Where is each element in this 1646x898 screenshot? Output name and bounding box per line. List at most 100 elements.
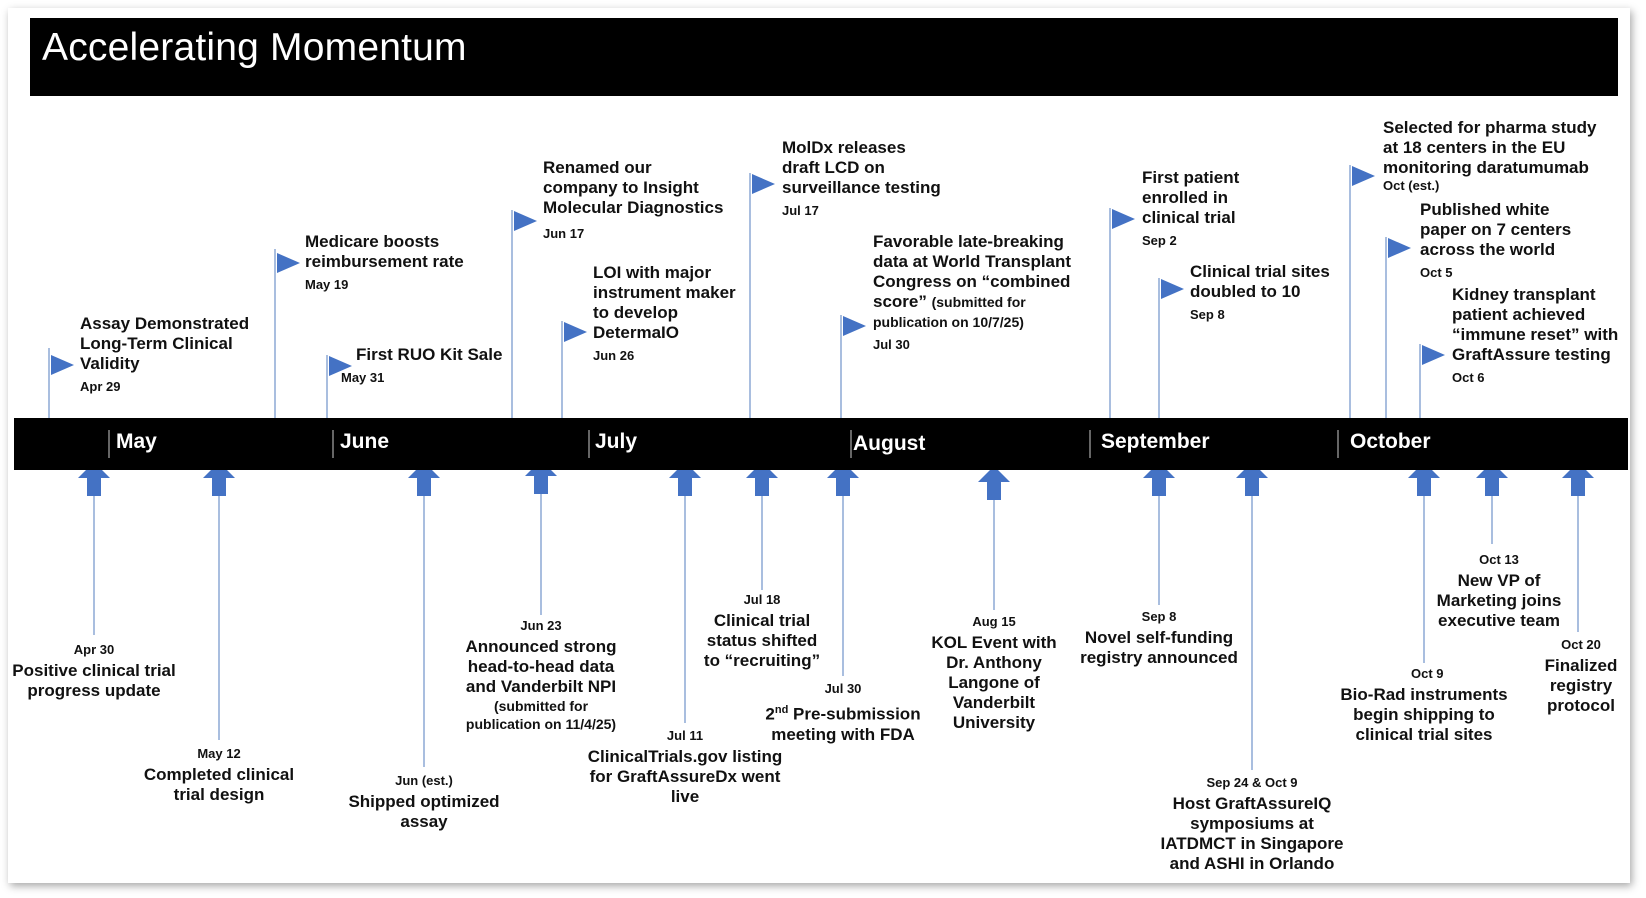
event-text: Published white [1420, 200, 1550, 219]
flag-icon [1388, 238, 1411, 258]
event-text: and Vanderbilt NPI [465, 677, 617, 696]
bottom-event: May 12 Completed clinical trial design [129, 746, 309, 805]
bottom-event: Sep 24 & Oct 9 Host GraftAssureIQ sympos… [1142, 775, 1362, 874]
top-event: Renamed our company to Insight Molecular… [543, 158, 723, 242]
event-date: Apr 30 [73, 642, 115, 657]
ordinal-suffix: nd [774, 704, 789, 716]
flag-icon [514, 211, 537, 231]
month-divider [1089, 430, 1091, 458]
event-text: Announced strong [465, 637, 617, 656]
event-text: paper on 7 centers [1420, 220, 1572, 239]
event-text: draft LCD on [782, 158, 885, 177]
event-text: enrolled in [1142, 188, 1228, 207]
up-arrow-icon [78, 462, 110, 496]
bottom-event: Oct 9 Bio-Rad instruments begin shipping… [1329, 666, 1519, 745]
up-arrow-icon [1408, 462, 1440, 496]
event-date: Jul 30 [824, 681, 862, 696]
event-text: IATDMCT in Singapore [1160, 834, 1344, 853]
event-date: Oct 20 [1561, 637, 1601, 652]
up-arrow-icon [203, 462, 235, 496]
up-arrow-icon [1236, 462, 1268, 496]
event-text: at 18 centers in the EU [1383, 138, 1566, 157]
month-divider [850, 430, 852, 458]
event-note: (submitted for [493, 698, 589, 714]
event-date: Jun 17 [543, 226, 585, 241]
event-note: publication on 11/4/25) [465, 716, 617, 732]
event-text: company to Insight [543, 178, 699, 197]
event-date: Sep 8 [1141, 609, 1177, 624]
event-date: Apr 29 [80, 379, 121, 394]
event-note: publication on 10/7/25) [873, 314, 1024, 330]
event-text: score” [873, 292, 927, 311]
event-text: data at World Transplant [873, 252, 1072, 271]
event-text: protocol [1547, 696, 1615, 715]
event-date: Sep 2 [1142, 233, 1177, 248]
event-date: Jul 30 [873, 337, 910, 352]
event-date: Jun 26 [593, 348, 635, 363]
event-text: New VP of [1457, 571, 1541, 590]
up-arrow-icon [669, 462, 701, 496]
event-text: monitoring daratumumab [1383, 158, 1589, 177]
month-label-july: July [595, 430, 638, 453]
top-flags [48, 165, 1445, 425]
event-text: Renamed our [543, 158, 652, 177]
title-bar: Accelerating Momentum [30, 18, 1618, 96]
up-arrow-icon [746, 462, 778, 496]
event-text: across the world [1420, 240, 1556, 259]
event-text: symposiums at [1190, 814, 1314, 833]
bottom-event: Aug 15 KOL Event with Dr. Anthony Langon… [904, 614, 1084, 733]
month-label-august: August [853, 432, 926, 455]
event-text: Host GraftAssureIQ [1172, 794, 1332, 813]
event-text: MolDx releases [782, 138, 906, 157]
event-text: Pre-submission [793, 704, 921, 724]
up-arrow-icon [1476, 462, 1508, 496]
event-date: Jun 23 [520, 618, 562, 633]
event-text: live [670, 787, 700, 806]
flag-icon [1161, 279, 1184, 299]
event-text: Clinical trial sites [1190, 262, 1330, 281]
event-text: Shipped optimized [348, 792, 500, 811]
top-event: First patient enrolled in clinical trial… [1142, 168, 1239, 249]
bottom-event: Oct 13 New VP of Marketing joins executi… [1414, 552, 1584, 631]
event-text: instrument maker [593, 283, 736, 302]
event-date: Sep 24 & Oct 9 [1206, 775, 1298, 790]
month-divider [332, 430, 334, 458]
month-divider [1337, 430, 1339, 458]
event-text: surveillance testing [782, 178, 941, 197]
event-text: First patient [1142, 168, 1240, 187]
month-divider [108, 430, 110, 458]
top-event: Clinical trial sites doubled to 10 Sep 8 [1190, 262, 1330, 323]
flag-icon [329, 356, 352, 376]
event-date: Oct 6 [1452, 370, 1485, 385]
top-event: Selected for pharma study at 18 centers … [1383, 118, 1597, 194]
top-event: Medicare boosts reimbursement rate May 1… [305, 232, 464, 293]
event-text: doubled to 10 [1190, 282, 1301, 301]
event-text: status shifted [706, 631, 818, 650]
ordinal-number: 2 [765, 704, 775, 724]
flag-icon [277, 253, 300, 273]
event-text: and ASHI in Orlando [1169, 854, 1335, 873]
event-text: to “recruiting” [703, 651, 821, 670]
event-date: Jul 18 [743, 592, 781, 607]
event-text: progress update [27, 681, 161, 700]
event-text: Finalized [1544, 656, 1618, 675]
event-text: GraftAssure testing [1452, 345, 1611, 364]
event-text: Vanderbilt [952, 693, 1036, 712]
event-text: Congress on “combined [873, 272, 1071, 291]
event-date: May 12 [197, 746, 241, 761]
flag-icon [843, 316, 866, 336]
month-band [14, 418, 1628, 470]
event-text: Long-Term Clinical [80, 334, 233, 353]
bottom-event: Jul 30 2nd Pre-submission meeting with F… [748, 681, 938, 745]
event-date: Jul 11 [666, 728, 704, 743]
event-text: head-to-head data [467, 657, 615, 676]
up-arrow-icon [827, 462, 859, 496]
event-date: May 31 [341, 370, 385, 385]
up-arrow-icon [978, 466, 1010, 500]
top-event: Published white paper on 7 centers acros… [1420, 200, 1571, 281]
event-text: Molecular Diagnostics [543, 198, 724, 217]
up-arrow-icon [1562, 462, 1594, 496]
event-text: Assay Demonstrated [80, 314, 250, 333]
bottom-event: Sep 8 Novel self-funding registry announ… [1064, 609, 1254, 668]
event-date: May 19 [305, 277, 349, 292]
